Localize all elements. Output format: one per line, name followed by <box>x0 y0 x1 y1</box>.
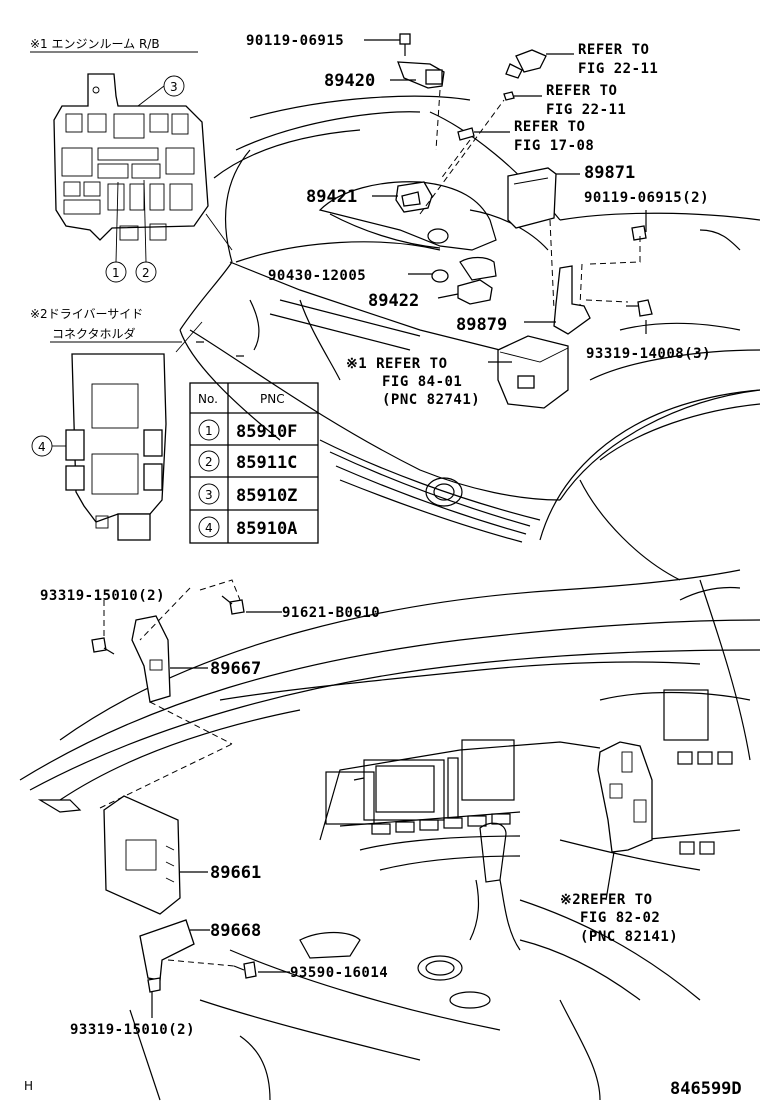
part-89661-ecu <box>103 795 181 915</box>
label-93590-16014: 93590-16014 <box>290 965 388 981</box>
part-89668-bracket <box>139 919 195 981</box>
label-refer-84-01-line2: FIG 84-01 <box>382 374 462 390</box>
connector-holder-refer-82-02 <box>597 741 653 853</box>
label-refer-82-02-line2: FIG 82-02 <box>580 910 660 926</box>
pnc-table-header-no: No. <box>198 392 218 406</box>
figure-id: 846599D <box>670 1079 742 1099</box>
bolt-93319-15010-top <box>91 637 115 655</box>
label-refer-84-01-line3: (PNC 82741) <box>382 392 480 408</box>
bolt-refer-17-08 <box>457 127 475 141</box>
engine-relay-box <box>497 335 569 409</box>
label-91621-b0610: 91621-B0610 <box>282 605 380 621</box>
label-90119-06915-2: 90119-06915(2) <box>584 190 709 206</box>
corner-mark: H <box>24 1079 33 1093</box>
part-89420-sensor <box>397 61 445 89</box>
label-89661: 89661 <box>210 863 261 883</box>
label-89422: 89422 <box>368 291 419 311</box>
callout-1: 1 <box>112 266 120 280</box>
label-93319-14008-3: 93319-14008(3) <box>586 346 711 362</box>
label-90119-06915: 90119-06915 <box>246 33 344 49</box>
label-refer-84-01-line1: ※1 REFER TO <box>346 356 448 372</box>
label-refer-22-11-a-line2: FIG 22-11 <box>578 61 658 77</box>
vehicle-dashboard-outline <box>19 569 760 1101</box>
label-89420: 89420 <box>324 71 375 91</box>
callout-4: 4 <box>38 440 46 454</box>
clip-refer-22-11-b <box>503 91 515 101</box>
pnc-table-header-pnc: PNC <box>260 392 285 406</box>
pnc-row-4-value: 85910A <box>236 519 297 539</box>
bolt-90119-06915 <box>399 33 411 56</box>
label-refer-17-08-line1: REFER TO <box>514 119 585 135</box>
bolt-93590-16014 <box>233 961 257 979</box>
washer-90430-12005 <box>431 269 449 283</box>
vehicle-front-outline <box>179 95 760 581</box>
callout-2: 2 <box>142 266 150 280</box>
label-refer-22-11-b-line2: FIG 22-11 <box>546 102 626 118</box>
engine-room-relay-block <box>53 73 209 241</box>
label-refer-82-02-line3: (PNC 82141) <box>580 929 678 945</box>
label-93319-15010-2-bottom: 93319-15010(2) <box>70 1022 195 1038</box>
driver-side-connector-holder <box>65 353 167 541</box>
label-refer-17-08-line2: FIG 17-08 <box>514 138 594 154</box>
pnc-row-1-no: 1 <box>205 424 213 438</box>
part-89422-sensor <box>457 279 493 305</box>
pnc-row-2-value: 85911C <box>236 453 297 473</box>
callout-3: 3 <box>170 80 178 94</box>
label-89421: 89421 <box>306 187 357 207</box>
note1-engine-room-label: ※1 エンジンルーム R/B <box>30 37 160 51</box>
pnc-row-1-value: 85910F <box>236 422 297 442</box>
part-89421-sensor <box>395 181 433 213</box>
part-89667-bracket <box>131 615 171 703</box>
pnc-row-2-no: 2 <box>205 455 213 469</box>
bolt-93319-15010-bottom <box>147 977 161 993</box>
bolt-93319-14008 <box>626 299 653 317</box>
part-89871-ecu <box>507 167 557 229</box>
label-89667: 89667 <box>210 659 261 679</box>
label-93319-15010-2-top: 93319-15010(2) <box>40 588 165 604</box>
pnc-row-3-value: 85910Z <box>236 486 297 506</box>
label-refer-82-02-line1: ※2REFER TO <box>560 892 653 908</box>
label-refer-22-11-a-line1: REFER TO <box>578 42 649 58</box>
note2-connector-holder-label: コネクタホルダ <box>52 326 136 341</box>
label-89668: 89668 <box>210 921 261 941</box>
label-90430-12005: 90430-12005 <box>268 268 366 284</box>
pnc-table: No. PNC 1 85910F 2 85911C 3 85910Z 4 859… <box>189 382 319 544</box>
sensor-refer-22-11-a <box>505 49 547 79</box>
pnc-row-4-no: 4 <box>205 521 213 535</box>
note2-driver-side-label: ※2ドライバーサイド <box>30 307 143 321</box>
label-refer-22-11-b-line1: REFER TO <box>546 83 617 99</box>
pnc-row-3-no: 3 <box>205 488 213 502</box>
label-89871: 89871 <box>584 163 635 183</box>
label-89879: 89879 <box>456 315 507 335</box>
bolt-91621-b0610 <box>221 595 245 615</box>
part-89879-bracket <box>553 265 591 335</box>
bolt-90119-06915-2 <box>631 225 647 241</box>
